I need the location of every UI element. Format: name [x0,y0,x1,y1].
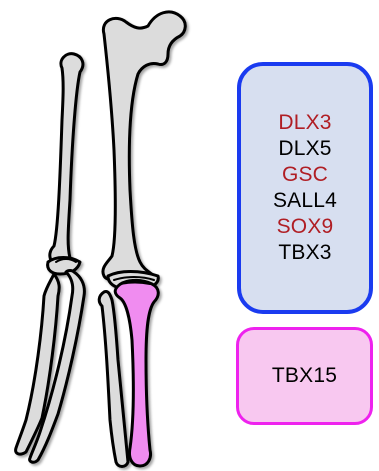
gene-label-tbx3: TBX3 [278,240,331,266]
gene-label-dlx3: DLX3 [278,110,331,136]
gene-label-tbx15: TBX15 [272,363,337,389]
gene-label-dlx5: DLX5 [278,136,331,162]
gene-label-sall4: SALL4 [273,188,337,214]
right-fibula-bone [99,291,128,466]
gene-label-sox9: SOX9 [277,214,334,240]
pink-gene-box: TBX15 [236,327,373,425]
gene-label-gsc: GSC [282,162,328,188]
right-femur-bone [103,12,185,288]
left-long-bone [50,54,83,270]
